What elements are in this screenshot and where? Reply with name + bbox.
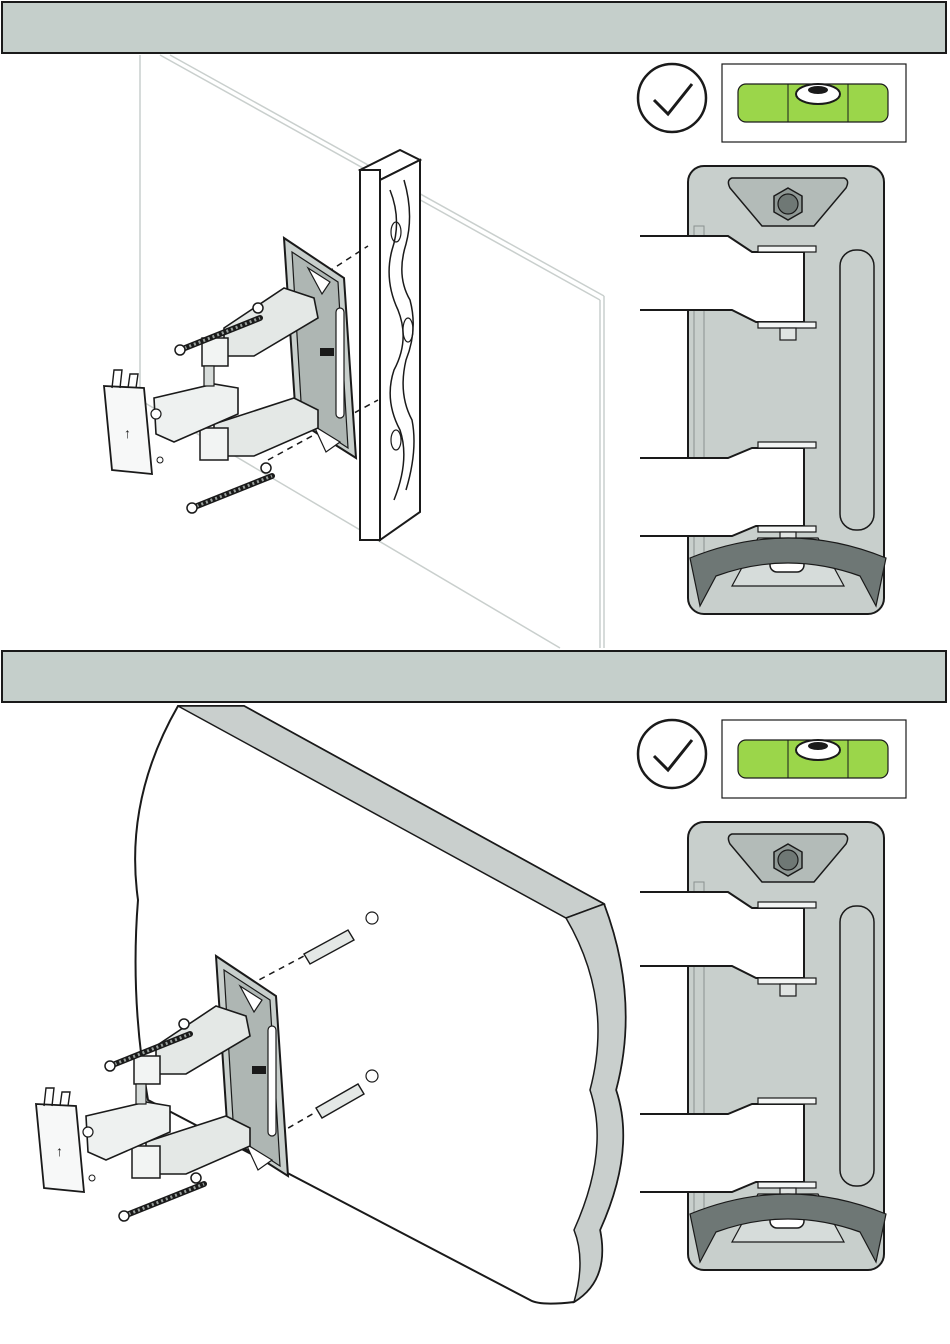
lag-screw-icon: [119, 1184, 204, 1221]
level-check-badge: [638, 64, 906, 142]
level-check-badge: [638, 720, 906, 798]
lag-screw-icon: [187, 476, 272, 513]
washer: [261, 463, 271, 473]
wood-stud: [360, 150, 420, 540]
bracket-detail: [640, 166, 886, 614]
washer: [253, 303, 263, 313]
wall-mount-arm: [104, 238, 356, 474]
bracket-detail: [640, 822, 886, 1270]
washer: [191, 1173, 201, 1183]
solid-wall-scene: [36, 706, 626, 1304]
wood-stud-scene: [104, 55, 604, 648]
washer: [179, 1019, 189, 1029]
